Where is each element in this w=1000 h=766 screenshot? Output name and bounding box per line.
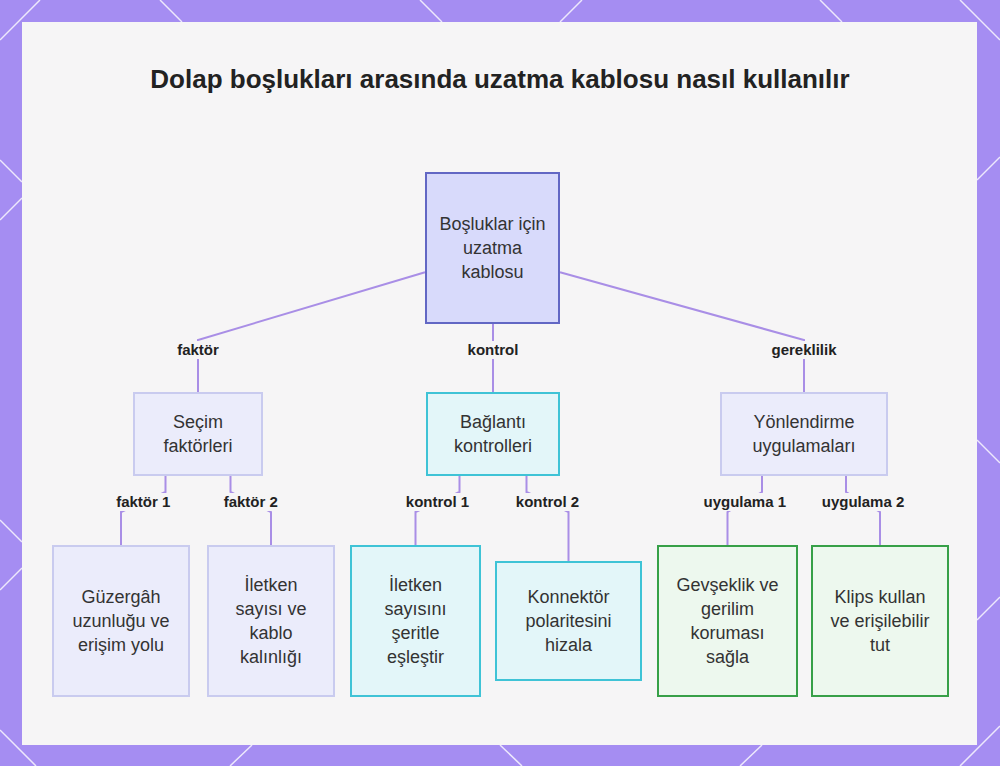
node-label: Gevşeklik ve gerilim koruması sağla	[669, 573, 786, 669]
diagram-title: Dolap boşlukları arasında uzatma kablosu…	[150, 62, 850, 96]
connector-line	[527, 476, 569, 561]
node-label: Güzergâh uzunluğu ve erişim yolu	[64, 585, 178, 657]
node-label: İletken sayısı ve kablo kalınlığı	[219, 573, 323, 669]
node-label: Seçim faktörleri	[145, 410, 251, 458]
node-label: İletken sayısını şeritle eşleştir	[362, 573, 469, 669]
node-label: Boşluklar için uzatma kablosu	[437, 212, 548, 284]
edge-label: faktör 1	[112, 493, 174, 511]
edge-label: kontrol	[464, 341, 523, 359]
topic-box: Klips kullan ve erişilebilir tut	[811, 545, 949, 697]
edge-label: uygulama 2	[818, 493, 909, 511]
edge-label: faktör 2	[220, 493, 282, 511]
edge-label: gereklilik	[767, 341, 840, 359]
edge-label: uygulama 1	[699, 493, 790, 511]
node-label: Yönlendirme uygulamaları	[732, 410, 876, 458]
connector-line	[560, 272, 804, 392]
topic-box: Gevşeklik ve gerilim koruması sağla	[657, 545, 798, 697]
topic-box: İletken sayısı ve kablo kalınlığı	[207, 545, 335, 697]
node-label: Bağlantı kontrolleri	[438, 410, 548, 458]
node-label: Konnektör polaritesini hizala	[507, 585, 630, 657]
topic-box: Seçim faktörleri	[133, 392, 263, 476]
topic-box: Güzergâh uzunluğu ve erişim yolu	[52, 545, 190, 697]
connector-line	[198, 272, 425, 392]
topic-box: İletken sayısını şeritle eşleştir	[350, 545, 481, 697]
node-label: Klips kullan ve erişilebilir tut	[823, 585, 937, 657]
edge-label: faktör	[173, 341, 223, 359]
edge-label: kontrol 1	[402, 493, 473, 511]
topic-box: Yönlendirme uygulamaları	[720, 392, 888, 476]
edge-label: kontrol 2	[512, 493, 583, 511]
topic-box: Konnektör polaritesini hizala	[495, 561, 642, 681]
root-box: Boşluklar için uzatma kablosu	[425, 172, 560, 324]
topic-box: Bağlantı kontrolleri	[426, 392, 560, 476]
